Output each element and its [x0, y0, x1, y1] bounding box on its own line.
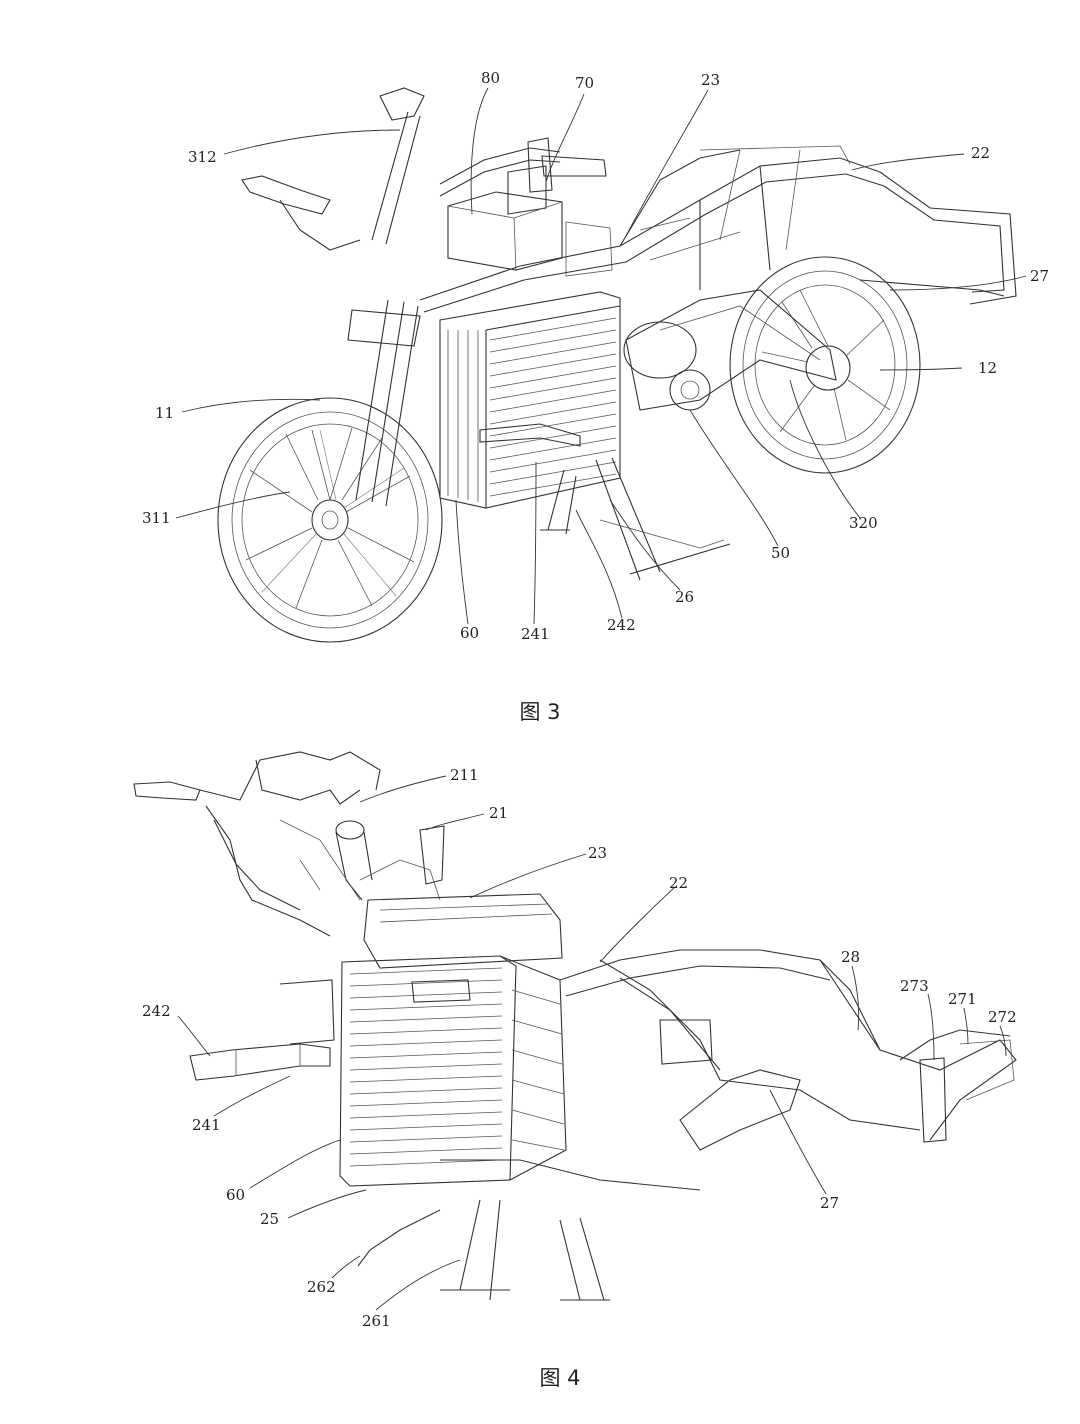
figure-4-labels: 211 21 23 22 28 273 271 272 242 241 60 2… — [142, 766, 1017, 1330]
label-23: 23 — [701, 71, 720, 89]
upper-box — [363, 893, 563, 969]
battery-pack — [439, 291, 621, 509]
front-wheel — [217, 397, 443, 643]
stand — [357, 1159, 701, 1301]
label-272: 272 — [988, 1008, 1017, 1026]
label-70: 70 — [575, 74, 594, 92]
main-frame — [419, 145, 1017, 313]
label-242: 242 — [607, 616, 636, 634]
figure-3-leader-lines — [175, 87, 1027, 625]
label-25: 25 — [260, 1210, 279, 1228]
battery-pack — [339, 955, 567, 1187]
label-211: 211 — [450, 766, 479, 784]
figure-3-caption: 图 3 — [519, 700, 560, 724]
figure-3-labels: 80 70 23 312 22 27 12 11 311 320 50 26 2… — [142, 69, 1049, 643]
label-27: 27 — [1030, 267, 1049, 285]
figure-3-drawing — [217, 87, 1017, 643]
rear-wheel — [729, 256, 921, 474]
label-242: 242 — [142, 1002, 171, 1020]
head-frame — [133, 751, 445, 937]
front-bracket — [189, 979, 335, 1081]
label-22: 22 — [971, 144, 990, 162]
label-60: 60 — [460, 624, 479, 642]
label-11: 11 — [155, 404, 174, 422]
label-50: 50 — [771, 544, 790, 562]
rear-frame — [559, 949, 1017, 1151]
front-fork — [241, 87, 607, 507]
label-26: 26 — [675, 588, 694, 606]
label-262: 262 — [307, 1278, 336, 1296]
label-27: 27 — [820, 1194, 839, 1212]
label-312: 312 — [188, 148, 217, 166]
label-12: 12 — [978, 359, 997, 377]
figure-4-drawing — [133, 751, 1017, 1301]
center-stand — [540, 457, 731, 581]
label-23: 23 — [588, 844, 607, 862]
label-22: 22 — [669, 874, 688, 892]
label-261: 261 — [362, 1312, 391, 1330]
label-311: 311 — [142, 509, 171, 527]
label-241: 241 — [192, 1116, 221, 1134]
swingarm — [623, 289, 837, 411]
label-271: 271 — [948, 990, 977, 1008]
label-60: 60 — [226, 1186, 245, 1204]
figure-4-leader-lines — [177, 775, 1007, 1311]
label-241: 241 — [521, 625, 550, 643]
label-21: 21 — [489, 804, 508, 822]
label-28: 28 — [841, 948, 860, 966]
figure-4-caption: 图 4 — [539, 1366, 580, 1390]
label-80: 80 — [481, 69, 500, 87]
label-320: 320 — [849, 514, 878, 532]
label-273: 273 — [900, 977, 929, 995]
